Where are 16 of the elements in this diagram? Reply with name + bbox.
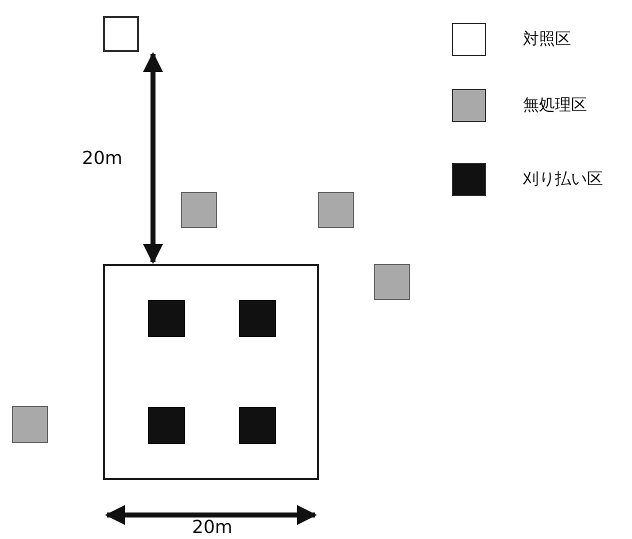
legend-label: 刈り払い区 (523, 169, 603, 190)
arrow (143, 52, 163, 264)
dimension-label: 20m (192, 517, 232, 538)
plot-square (374, 264, 410, 300)
legend-label: 対照区 (523, 29, 571, 50)
edge-label: 20m (82, 148, 122, 169)
plot-square (148, 300, 185, 337)
plot-area (103, 264, 319, 480)
plot-square (148, 407, 185, 444)
legend-label: 無処理区 (523, 95, 587, 116)
plot-square (239, 407, 276, 444)
plot-square (181, 192, 217, 228)
plot-square (239, 300, 276, 337)
plot-square (103, 16, 139, 52)
plot-square (318, 192, 354, 228)
plot-square (12, 406, 48, 443)
